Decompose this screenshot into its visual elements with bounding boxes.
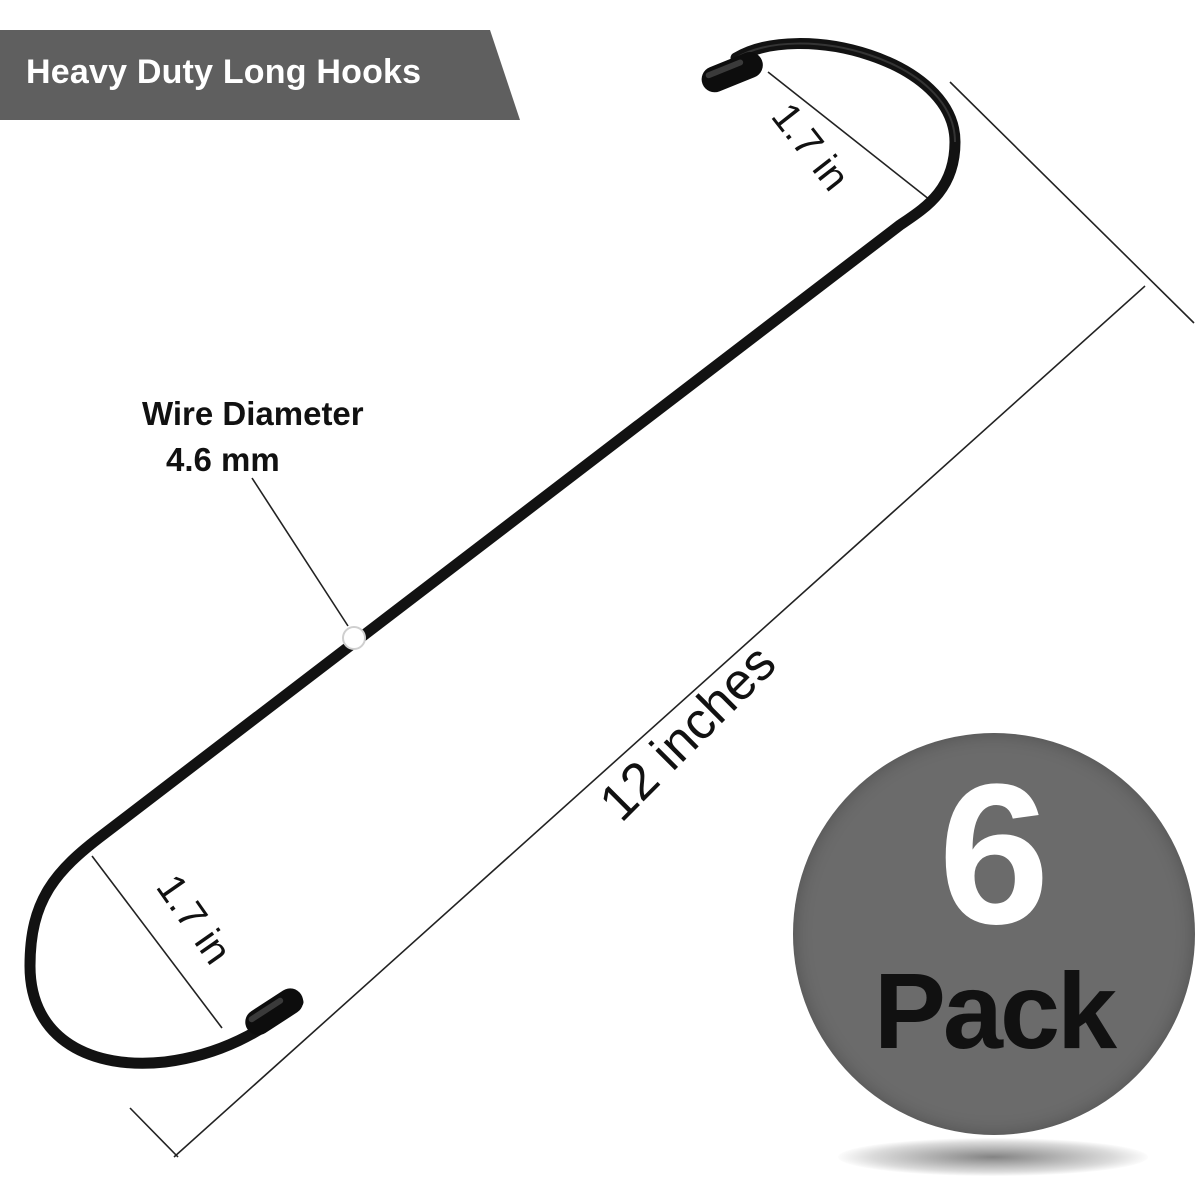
top-width-dimension-line (767, 71, 931, 201)
wire-diameter-label: Wire Diameter (142, 395, 364, 432)
bottom-hook-width-label: 1.7 in (148, 867, 240, 972)
top-hook-cap (701, 52, 763, 93)
pack-count-unit: Pack (873, 950, 1117, 1071)
wire-cross-section-icon (342, 626, 366, 650)
title-banner (0, 30, 520, 120)
pack-count-number: 6 (938, 743, 1050, 966)
length-dimension-line (949, 81, 1195, 324)
bottom-hook-cap (245, 988, 304, 1036)
length-dimension-line-main (173, 285, 1146, 1158)
top-hook-width-label: 1.7 in (763, 95, 858, 199)
length-label: 12 inches (589, 634, 787, 832)
wire-leader-line (251, 477, 349, 627)
pack-count-badge: 6 Pack (793, 733, 1195, 1135)
length-dimension-line-bottom (129, 1107, 179, 1158)
banner-title: Heavy Duty Long Hooks (26, 53, 422, 91)
badge-shadow (838, 1138, 1148, 1176)
bottom-width-dimension-line (91, 855, 223, 1029)
wire-diameter-value: 4.6 mm (166, 441, 280, 478)
